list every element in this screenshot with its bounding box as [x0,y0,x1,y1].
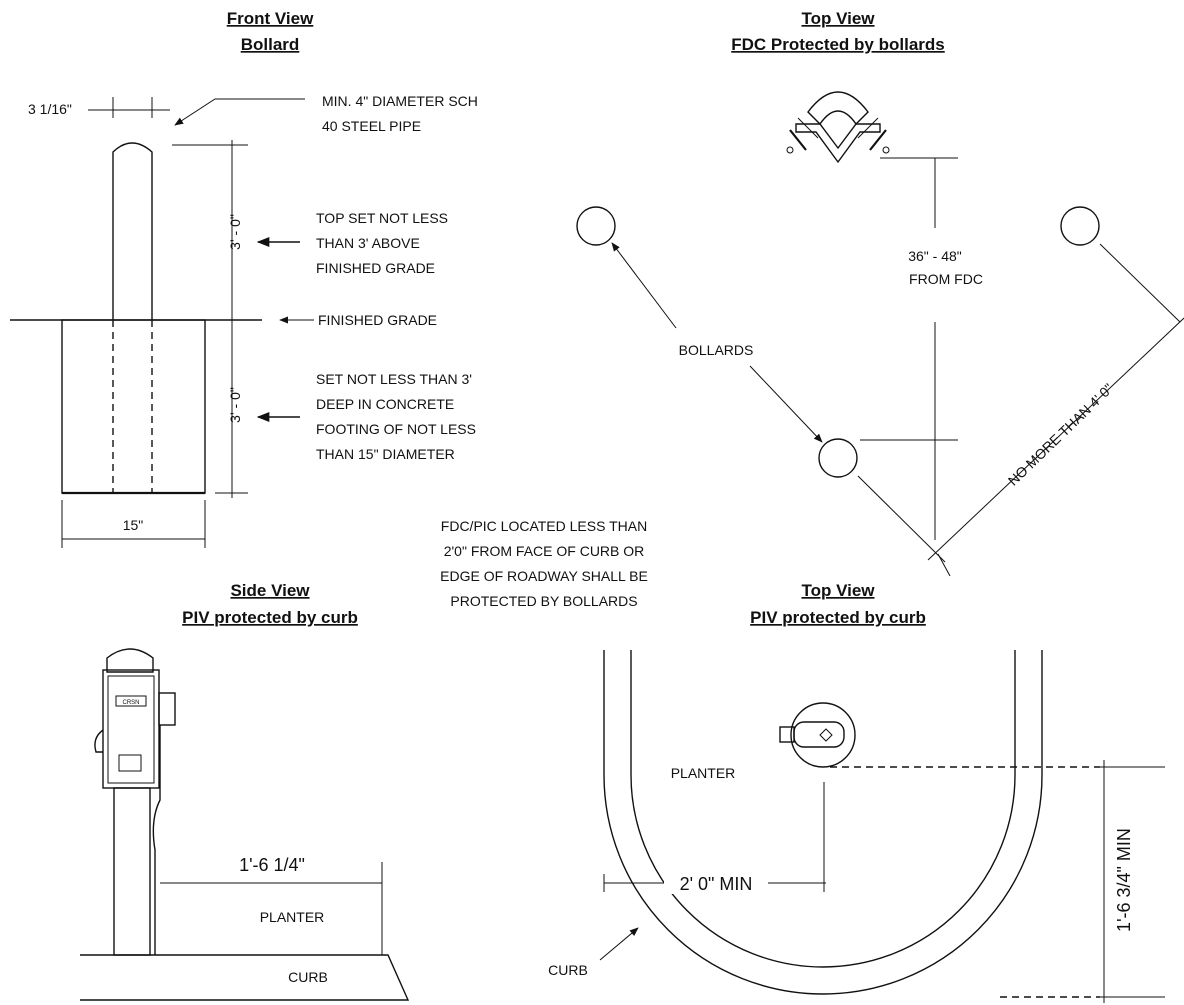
bollards-leader-up [611,242,677,329]
deep-note-line-4: THAN 15" DIAMETER [316,446,455,462]
pipe-note-leader [174,98,305,126]
piv-dim-horizontal-label: 2' 0" MIN [680,874,753,894]
center-note-line-2: 2'0" FROM FACE OF CURB OR [444,543,645,559]
fdc-distance-line-1: 36" - 48" [908,248,962,264]
bollards-leader-down [749,365,823,443]
footing-width-label: 15" [123,517,144,533]
side-view-subtitle: PIV protected by curb [182,608,358,627]
center-note-line-3: EDGE OF ROADWAY SHALL BE [440,568,648,584]
top-planter-label: PLANTER [671,765,736,781]
side-view-piv: Side View PIV protected by curb CRSN 1'-… [80,581,410,1001]
top-view-piv-subtitle: PIV protected by curb [750,608,926,627]
side-curb-label: CURB [288,969,328,985]
front-view-title: Front View [227,9,314,28]
above-grade-dim-label: 3' - 0" [227,214,243,250]
deep-note-line-3: FOOTING OF NOT LESS [316,421,476,437]
curb-inner [630,650,1016,968]
top-curb-leader [599,927,639,961]
center-note-line-1: FDC/PIC LOCATED LESS THAN [441,518,647,534]
bollard-left [576,206,616,246]
top-note-line-3: FINISHED GRADE [316,260,435,276]
piv-dim-vertical-label: 1'-6 3/4" MIN [1114,828,1134,932]
piv-dim-mask [664,872,768,894]
spacing-dim-line [927,317,1184,561]
bollard-front [818,438,858,478]
piv-valve: CRSN [94,648,176,956]
bollard-right [1060,206,1100,246]
below-grade-dim-label: 3' - 0" [227,387,243,423]
top-view-piv: Top View PIV protected by curb 2' 0" MIN… [548,581,1165,1003]
center-note: FDC/PIC LOCATED LESS THAN 2'0" FROM FACE… [440,518,648,609]
top-note-line-2: THAN 3' ABOVE [316,235,420,251]
deep-note-line-1: SET NOT LESS THAN 3' [316,371,472,387]
front-view: Front View Bollard 3 1/16" MIN. 4" DIAME… [10,9,478,548]
side-curb [80,954,410,1001]
top-view-piv-title: Top View [801,581,875,600]
top-view-fdc-subtitle: FDC Protected by bollards [731,35,944,54]
top-curb-label: CURB [548,962,588,978]
pipe-note-line-1: MIN. 4" DIAMETER SCH [322,93,478,109]
top-note-line-1: TOP SET NOT LESS [316,210,448,226]
fdc-connection [786,91,890,164]
fdc-distance-line-2: FROM FDC [909,271,983,287]
curb-outer [603,650,1043,995]
side-dim-label: 1'-6 1/4" [239,855,305,875]
concrete-footing [61,319,206,494]
spacing-ext-right [1099,243,1181,323]
top-view-fdc-title: Top View [801,9,875,28]
pipe-width-label: 3 1/16" [28,101,72,117]
pipe-note-line-2: 40 STEEL PIPE [322,118,421,134]
piv-plate-label: CRSN [122,700,139,706]
deep-note-line-2: DEEP IN CONCRETE [316,396,454,412]
max-spacing-label: NO MORE THAN 4' 0" [1005,380,1117,489]
bollards-label: BOLLARDS [679,342,754,358]
grade-note-label: FINISHED GRADE [318,312,437,328]
bollard-pipe [112,142,153,320]
side-view-title: Side View [230,581,310,600]
top-view-fdc: Top View FDC Protected by bollards 36" -… [576,9,1184,577]
spacing-ext-front [857,475,946,563]
spacing-tick [937,553,951,577]
front-view-subtitle: Bollard [241,35,300,54]
center-note-line-4: PROTECTED BY BOLLARDS [450,593,637,609]
side-planter-label: PLANTER [260,909,325,925]
piv-top [779,702,856,768]
